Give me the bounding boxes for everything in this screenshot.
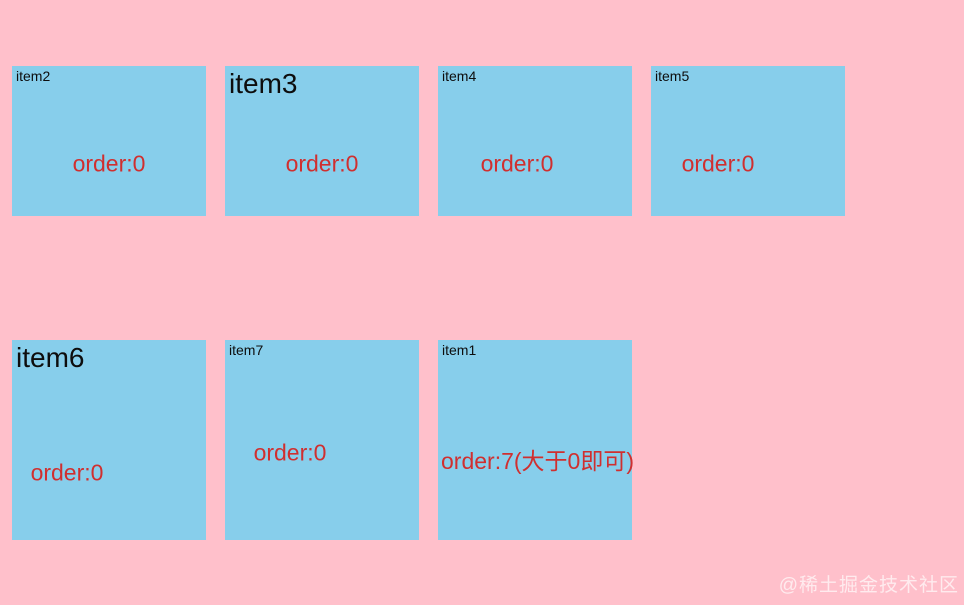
order-value: order:0 <box>253 439 327 466</box>
order-value: order:0 <box>30 459 104 486</box>
item-label: item5 <box>655 68 690 84</box>
watermark: @稀土掘金技术社区 <box>778 575 959 596</box>
box-item7: item7 order:0 <box>225 340 419 540</box>
flex-row-2: item6 order:0 item7 order:0 item1 order:… <box>0 340 964 540</box>
order-value: order:0 <box>681 150 755 177</box>
item-label: item7 <box>229 342 264 358</box>
item-label: item3 <box>229 68 298 99</box>
box-item5: item5 order:0 <box>651 66 845 216</box>
flex-row-1: item2 order:0 item3 order:0 item4 order:… <box>0 0 964 216</box>
order-value: order:0 <box>72 150 146 177</box>
box-item3: item3 order:0 <box>225 66 419 216</box>
box-item2: item2 order:0 <box>12 66 206 216</box>
box-item6: item6 order:0 <box>12 340 206 540</box>
order-value: order:0 <box>285 150 359 177</box>
item-label: item2 <box>16 68 51 84</box>
item-label: item6 <box>16 342 85 373</box>
box-item4: item4 order:0 <box>438 66 632 216</box>
order-value: order:7(大于0即可) <box>441 448 634 474</box>
item-label: item1 <box>442 342 477 358</box>
item-label: item4 <box>442 68 477 84</box>
order-value: order:0 <box>480 150 554 177</box>
box-item1: item1 order:7(大于0即可) <box>438 340 634 540</box>
flex-container: item2 order:0 item3 order:0 item4 order:… <box>0 0 964 605</box>
